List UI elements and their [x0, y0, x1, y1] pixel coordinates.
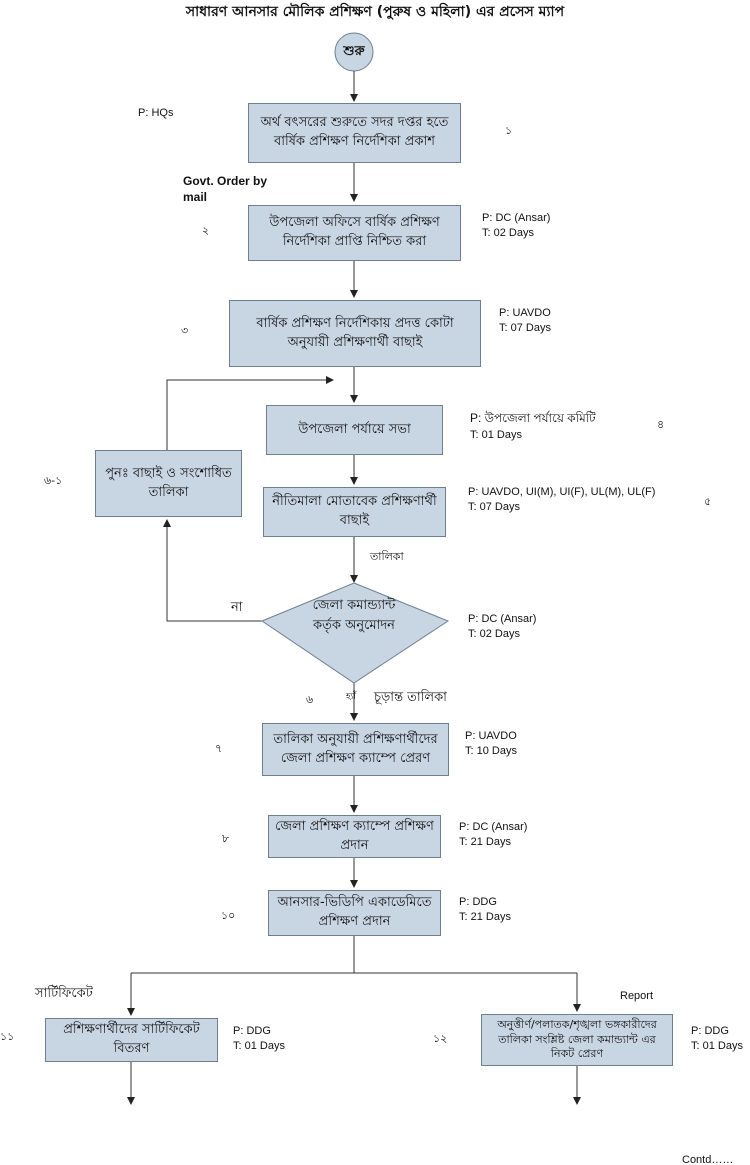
talika-label: তালিকা: [370, 550, 404, 563]
continued-label: Contd……: [682, 1154, 734, 1165]
decision-yes-label: হ্যাঁ: [346, 692, 356, 702]
step-2-number: ২: [202, 224, 210, 237]
step-7-box: তালিকা অনুযায়ী প্রশিক্ষণার্থীদের জেলা প…: [262, 723, 449, 776]
step-11-number: ১১: [0, 1030, 15, 1043]
step-10-number: ১০: [221, 909, 236, 922]
step-12-person: P: DDG: [691, 1025, 729, 1037]
step-5-time: T: 07 Days: [468, 501, 520, 513]
step-10-time: T: 21 Days: [459, 911, 511, 923]
report-label: Report: [620, 990, 654, 1002]
step-5-number: ৫: [704, 495, 712, 508]
step-1-box: অর্থ বৎসরের শুরুতে সদর দপ্তর হতে বার্ষিক…: [248, 103, 461, 163]
certificate-label: সার্টিফিকেট: [35, 986, 93, 1001]
step-3-person: P: UAVDO: [499, 307, 551, 319]
start-label: শুরু: [343, 44, 365, 59]
decision-number: ৬: [306, 693, 314, 706]
step-8-box: জেলা প্রশিক্ষণ ক্যাম্পে প্রশিক্ষণ প্রদান: [268, 815, 441, 858]
step-1-person: P: HQs: [138, 107, 174, 119]
step-10-box: আনসার-ভিডিপি একাডেমিতে প্রশিক্ষণ প্রদান: [268, 890, 441, 936]
decision-person: P: DC (Ansar): [468, 613, 537, 625]
step-7-text: তালিকা অনুযায়ী প্রশিক্ষণার্থীদের জেলা প…: [273, 731, 438, 766]
step-3-time: T: 07 Days: [499, 322, 551, 334]
step-10-text: আনসার-ভিডিপি একাডেমিতে প্রশিক্ষণ প্রদান: [277, 895, 432, 929]
decision-diamond: [260, 582, 450, 684]
step-4-time: T: 01 Days: [470, 429, 522, 441]
step-12-time: T: 01 Days: [691, 1040, 743, 1052]
decision-time: T: 02 Days: [468, 628, 520, 640]
step-11-time: T: 01 Days: [233, 1040, 285, 1052]
step-6-1-box: পুনঃ বাছাই ও সংশোধিত তালিকা: [95, 450, 242, 517]
step-7-person: P: UAVDO: [465, 730, 517, 742]
step-1-text: অর্থ বৎসরের শুরুতে সদর দপ্তর হতে বার্ষিক…: [260, 115, 449, 149]
step-10-person: P: DDG: [459, 896, 497, 908]
step-4-number: ৪: [657, 418, 665, 431]
step-5-text: নীতিমালা মোতাবেক প্রশিক্ষণার্থী বাছাই: [272, 494, 437, 528]
step-12-box: অনুত্তীর্ণ/পলাতক/শৃঙ্খলা ভঙ্গকারীদের তাল…: [481, 1014, 673, 1066]
step-2-time: T: 02 Days: [482, 227, 534, 239]
step-3-text: বার্ষিক প্রশিক্ষণ নির্দেশিকায় প্রদত্ত ক…: [256, 315, 454, 350]
final-list-label: চূড়ান্ত তালিকা: [374, 690, 447, 705]
step-8-text: জেলা প্রশিক্ষণ ক্যাম্পে প্রশিক্ষণ প্রদান: [275, 818, 434, 853]
step-11-box: প্রশিক্ষণার্থীদের সার্টিফিকেট বিতরণ: [45, 1018, 218, 1062]
step-8-time: T: 21 Days: [459, 836, 511, 848]
step-12-text: অনুত্তীর্ণ/পলাতক/শৃঙ্খলা ভঙ্গকারীদের তাল…: [497, 1017, 657, 1061]
step-4-text: উপজেলা পর্যায়ে সভা: [298, 421, 411, 437]
step-2-text: উপজেলা অফিসে বার্ষিক প্রশিক্ষণ নির্দেশিক…: [269, 215, 440, 249]
step-5-person: P: UAVDO, UI(M), UI(F), UL(M), UL(F): [468, 486, 656, 498]
step-6-1-text: পুনঃ বাছাই ও সংশোধিত তালিকা: [105, 465, 232, 500]
step-8-person: P: DC (Ansar): [459, 821, 528, 833]
edge-s61-return: [166, 376, 334, 450]
step-11-text: প্রশিক্ষণার্থীদের সার্টিফিকেট বিতরণ: [63, 1022, 200, 1056]
step-6-1-number: ৬-১: [44, 474, 63, 487]
decision-no-label: না: [231, 600, 243, 615]
step-4-person: P: উপজেলা পর্যায়ে কমিটি: [470, 411, 596, 425]
step-7-number: ৭: [215, 742, 223, 755]
step-3-number: ৩: [181, 324, 189, 337]
step-3-box: বার্ষিক প্রশিক্ষণ নির্দেশিকায় প্রদত্ত ক…: [229, 300, 481, 367]
step-7-time: T: 10 Days: [465, 745, 517, 757]
step-2-person: P: DC (Ansar): [482, 212, 551, 224]
govt-order-label: Govt. Order by mail: [183, 174, 268, 205]
step-4-box: উপজেলা পর্যায়ে সভা: [266, 405, 443, 455]
step-8-number: ৮: [222, 832, 230, 845]
page-title: সাধারণ আনসার মৌলিক প্রশিক্ষণ (পুরুষ ও মহ…: [185, 4, 565, 20]
step-12-number: ১২: [433, 1032, 448, 1045]
step-5-box: নীতিমালা মোতাবেক প্রশিক্ষণার্থী বাছাই: [263, 487, 446, 537]
decision-text: জেলা কমান্ড্যান্ট কর্তৃক অনুমোদন: [312, 598, 396, 633]
step-1-number: ১: [505, 124, 513, 137]
step-2-box: উপজেলা অফিসে বার্ষিক প্রশিক্ষণ নির্দেশিক…: [248, 205, 461, 261]
step-11-person: P: DDG: [233, 1025, 271, 1037]
edge-decision-no: [163, 519, 262, 622]
